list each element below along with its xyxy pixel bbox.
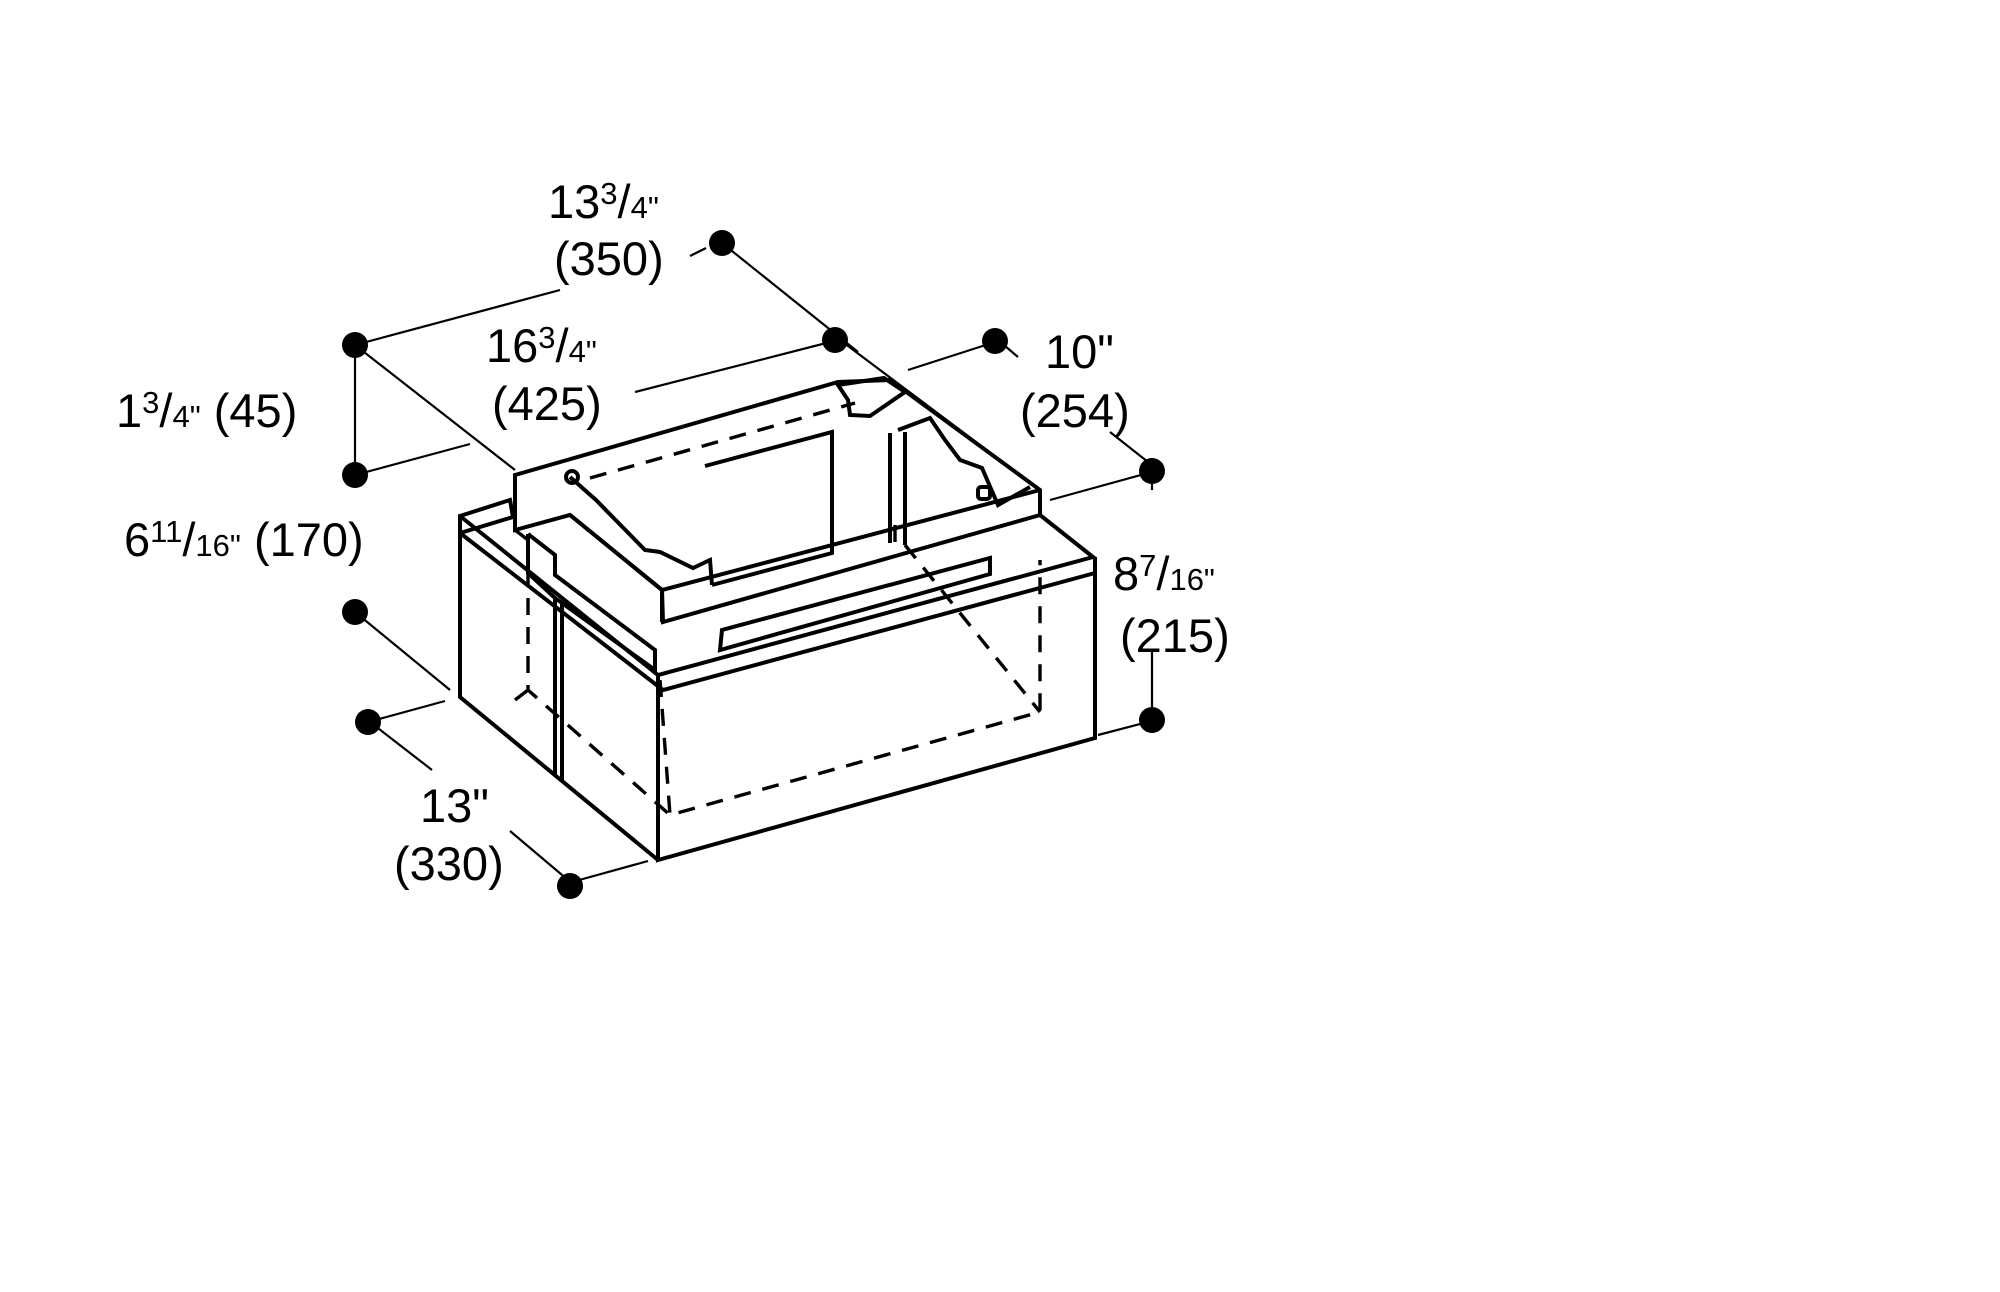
box-illustration bbox=[458, 375, 1098, 863]
depth-bottom-imperial: 13" bbox=[420, 779, 489, 832]
flange-height-denominator: 4" bbox=[172, 399, 200, 434]
depth-top-metric: (350) bbox=[554, 232, 664, 285]
dimension-dot bbox=[982, 328, 1008, 354]
box-height-left-label: 611/16" (170) bbox=[124, 513, 364, 566]
box-height-left-metric: (170) bbox=[254, 513, 364, 566]
depth-right-imperial: 10" bbox=[1045, 325, 1114, 378]
depth-top-imperial: 133/4" bbox=[548, 175, 659, 228]
dimension-dot bbox=[355, 709, 381, 735]
depth-top-whole: 13 bbox=[548, 175, 600, 228]
width-top-whole: 16 bbox=[486, 319, 538, 372]
dimension-dot bbox=[1139, 458, 1165, 484]
flange-height-whole: 1 bbox=[116, 384, 142, 437]
width-top-denominator: 4" bbox=[569, 334, 597, 369]
box-height-left-denominator: 16" bbox=[195, 528, 241, 563]
width-top-numerator: 3 bbox=[538, 320, 555, 355]
dimension-dot bbox=[342, 599, 368, 625]
flange-height-metric: (45) bbox=[214, 384, 298, 437]
dimension-dot bbox=[709, 230, 735, 256]
dimension-dot bbox=[557, 873, 583, 899]
box-height-right-metric: (215) bbox=[1120, 609, 1230, 662]
box-height-left-numerator: 11 bbox=[150, 514, 182, 549]
box-height-right-imperial: 87/16" bbox=[1113, 547, 1215, 600]
dimension-dot bbox=[1139, 707, 1165, 733]
dimension-dot bbox=[342, 332, 368, 358]
width-top-imperial: 163/4" bbox=[486, 319, 597, 372]
depth-right-metric: (254) bbox=[1020, 384, 1130, 437]
width-top-metric: (425) bbox=[492, 377, 602, 430]
dimension-dots bbox=[342, 230, 1165, 899]
dimension-dot bbox=[342, 462, 368, 488]
box-height-left-whole: 6 bbox=[124, 513, 150, 566]
depth-top-numerator: 3 bbox=[600, 176, 617, 211]
depth-top-denominator: 4" bbox=[631, 190, 659, 225]
depth-bottom-metric: (330) bbox=[394, 837, 504, 890]
box-height-right-denominator: 16" bbox=[1169, 562, 1215, 597]
dimension-dot bbox=[822, 327, 848, 353]
dimension-labels: 133/4" (350) 163/4" (425) 10" (254) 13/4… bbox=[116, 175, 1230, 890]
box-height-right-numerator: 7 bbox=[1139, 548, 1156, 583]
box-height-right-whole: 8 bbox=[1113, 547, 1139, 600]
flange-height-label: 13/4" (45) bbox=[116, 384, 297, 437]
flange-height-numerator: 3 bbox=[142, 385, 159, 420]
